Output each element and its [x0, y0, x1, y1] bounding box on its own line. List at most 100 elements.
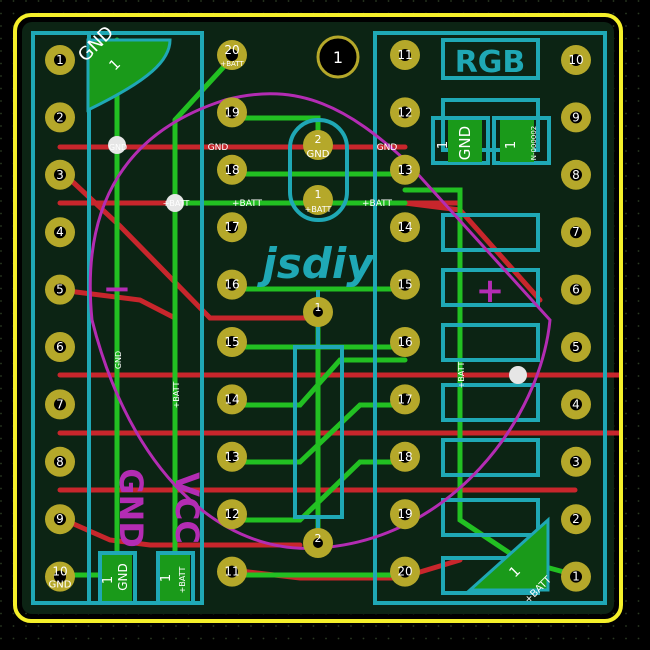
- connector-pad-2-label: 2: [315, 133, 322, 146]
- connector-pad-2-net: GND: [307, 149, 330, 160]
- right-header-pad-hole: [570, 455, 582, 468]
- left-header-pad-hole: [54, 283, 66, 296]
- right-header-pad-hole: [570, 398, 582, 411]
- smd-bl-batt-pin: 1: [159, 574, 174, 582]
- chip-left-pad-hole: [226, 450, 238, 463]
- chip-right-pad-hole: [399, 450, 411, 463]
- plus-label: +: [476, 271, 505, 311]
- chip-left-pad-hole: [226, 393, 238, 406]
- chip-right-pin-label: 19: [397, 507, 412, 521]
- right-header-pad-hole: [570, 54, 582, 66]
- left-header-pin-label: 4: [56, 225, 64, 239]
- right-header-pad-hole: [570, 168, 582, 181]
- left-header-pad-hole: [54, 570, 66, 583]
- resistor-pad-1-label: 1: [315, 301, 322, 314]
- brand-label: jsdiy: [256, 239, 375, 288]
- left-header-pad-hole: [54, 341, 66, 353]
- chip-left-pad-hole: [226, 163, 238, 176]
- chip-left-pin-label: 14: [224, 392, 239, 406]
- left-header-pad-hole: [54, 398, 66, 411]
- left-header-pin-label: 2: [56, 110, 64, 124]
- via: [166, 194, 184, 212]
- chip-right-pin-label: 20: [397, 565, 412, 579]
- chip-right-pad-hole: [399, 221, 411, 234]
- right-header-pin-label: 9: [572, 110, 580, 124]
- left-header-pin-label: 6: [56, 340, 64, 354]
- net-label-gnd-vertical: GND: [114, 351, 123, 369]
- right-header-pad-hole: [570, 226, 582, 239]
- right-header-pad-hole: [570, 513, 582, 526]
- silkscreen: [31, 31, 607, 605]
- net-label-batt-vertical: +BATT: [172, 382, 181, 409]
- chip-right-pad-hole: [399, 278, 411, 291]
- left-header-pin-label: 1: [56, 53, 64, 67]
- net-label-batt-mid: +BATT: [232, 199, 263, 209]
- chip-right-pin-label: 17: [397, 392, 412, 406]
- left-header-pin-label: 5: [56, 283, 64, 297]
- resistor-pad-2-hole: [313, 538, 323, 548]
- resistor-pad-2-label: 2: [315, 532, 322, 545]
- resistor-pad-1-hole: [313, 307, 323, 317]
- chip-right-pad-hole: [399, 508, 411, 521]
- left-header-pad-hole: [54, 111, 66, 124]
- net-label-batt-right: +BATT: [362, 199, 393, 209]
- left-header-pin-label: 3: [56, 168, 64, 182]
- mount-hole: [316, 35, 360, 79]
- smd-tr-n-pin: 1: [504, 141, 519, 149]
- rgb-label: RGB: [455, 45, 526, 80]
- minus-label: −: [103, 269, 132, 309]
- right-header-pad-hole: [570, 283, 582, 296]
- gnd-big-label: GND: [112, 468, 150, 548]
- left-header-pad-hole: [54, 513, 66, 526]
- smd-bl-gnd-pin: 1: [101, 576, 116, 584]
- left-header-pad-hole: [54, 455, 66, 468]
- connector-pad-1-net: +BATT: [305, 205, 332, 214]
- right-header-pin-label: 2: [572, 512, 580, 526]
- chip-right-pad-hole: [399, 565, 411, 578]
- chip-left-pin-label: 15: [224, 335, 239, 349]
- chip-left-pin-label: 17: [224, 220, 239, 234]
- right-header-pad-hole: [570, 570, 582, 583]
- corner-pin1-marker: [86, 38, 172, 113]
- smd-pads: [102, 120, 534, 601]
- chip-left-pad-hole: [226, 336, 238, 348]
- smd-bl-gnd-net: GND: [116, 563, 130, 591]
- chip-left-pin-label: 13: [224, 450, 239, 464]
- connector-pad-1: [303, 185, 333, 215]
- right-header-pin-label: 10: [568, 53, 583, 67]
- chip-right-pad-hole: [399, 49, 411, 61]
- chip-right-pin-label: 14: [397, 220, 412, 234]
- chip-right-pad-hole: [399, 106, 411, 119]
- net-label-batt-left: +BATT: [163, 199, 190, 208]
- chip-left-pad-hole: [226, 106, 238, 119]
- net-label-gnd-mid: GND: [208, 143, 229, 153]
- smd-bl-batt-net: +BATT: [178, 567, 187, 594]
- left-header-pin-label: 7: [56, 397, 64, 411]
- chip-left-pin-label: 16: [224, 278, 239, 292]
- chip-left-pin-label: 20: [224, 43, 239, 57]
- mount-hole-label: 1: [333, 48, 343, 67]
- chip-right-pin-label: 15: [397, 278, 412, 292]
- chip-left-pin-label: 12: [224, 507, 239, 521]
- via: [108, 136, 126, 154]
- chip-left-pin-net: +BATT: [220, 60, 244, 68]
- vcc-big-label: VCC: [168, 472, 206, 544]
- smd-tr-gnd-net: GND: [456, 126, 474, 160]
- right-header-pin-label: 5: [572, 340, 580, 354]
- net-label-gnd-left: GND: [109, 143, 127, 152]
- net-label-gnd-right: GND: [377, 143, 398, 153]
- net-label-batt-vertical-right: +BATT: [457, 362, 466, 389]
- smd-tr-gnd-pin: 1: [436, 141, 451, 149]
- chip-left-pad-hole: [226, 508, 238, 521]
- corner-pin1-marker-br: [466, 516, 550, 592]
- chip-left-pin-label: 11: [224, 565, 239, 579]
- right-header-pin-label: 7: [572, 225, 580, 239]
- right-header-pin-label: 1: [572, 570, 580, 584]
- left-header-pin-net: GND: [49, 580, 72, 591]
- chip-right-pin-label: 18: [397, 450, 412, 464]
